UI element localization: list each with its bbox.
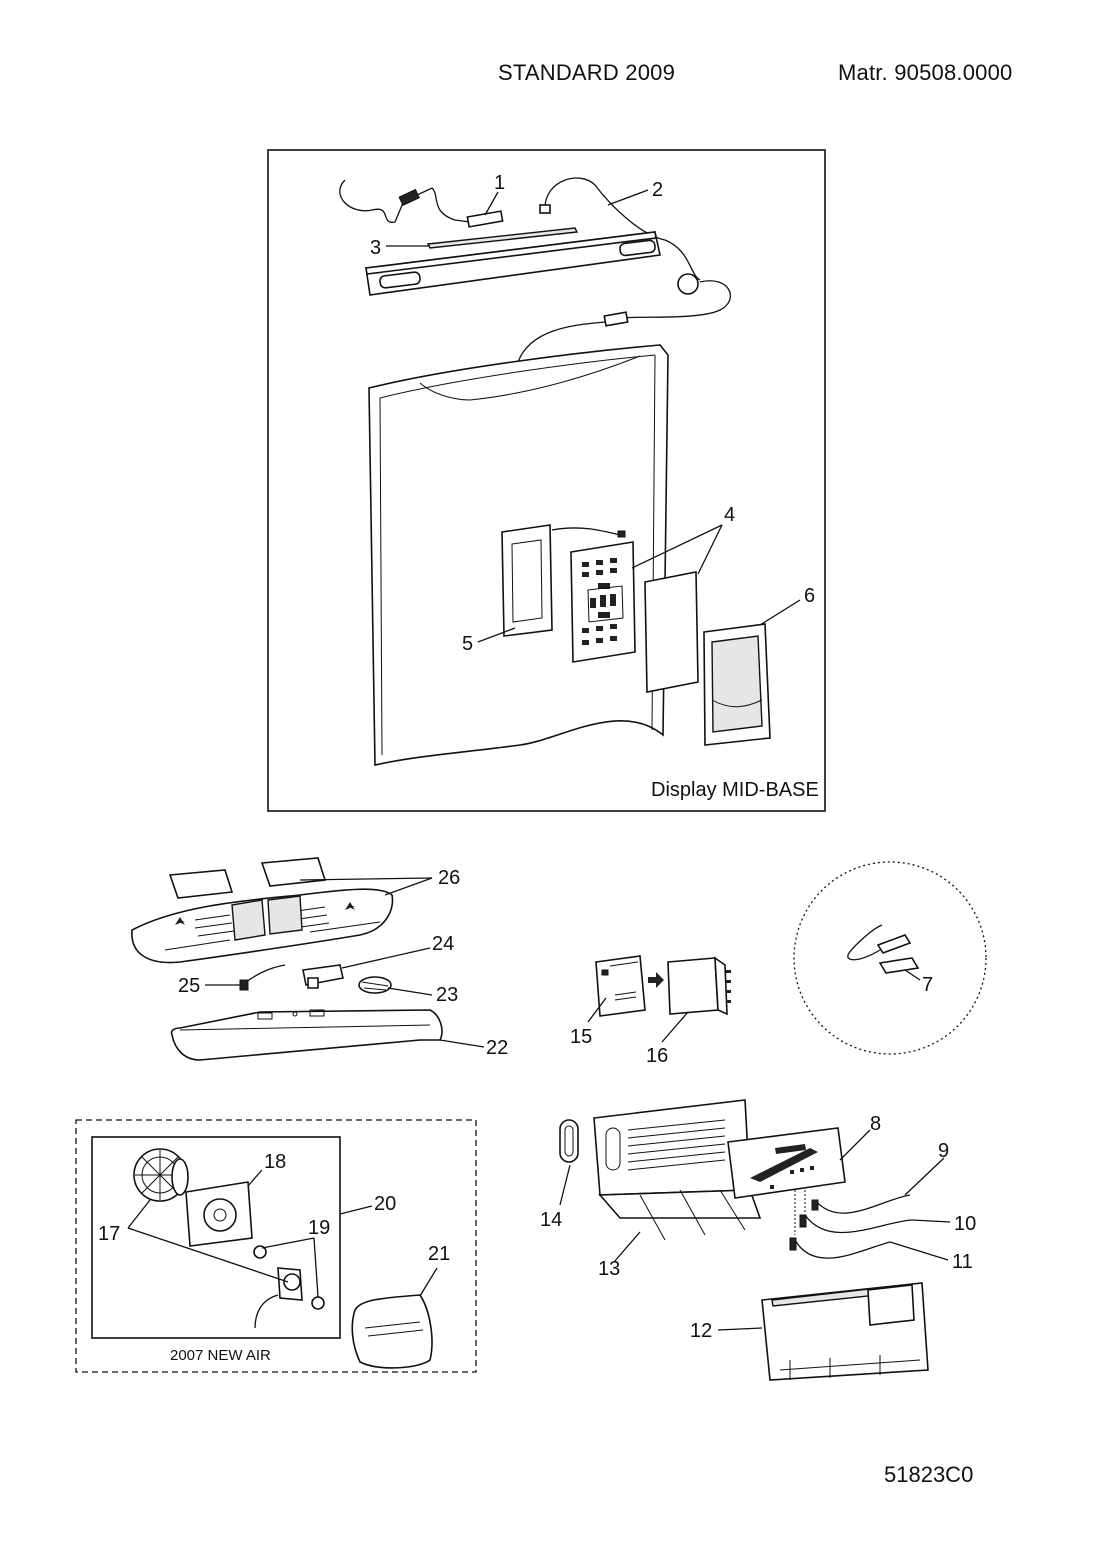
part-12-cover (761, 1282, 929, 1381)
display-panel-label: Display MID-BASE (651, 779, 819, 801)
part-17-fan-wheel (133, 1148, 189, 1202)
part-9-10-11-wiring (789, 1190, 913, 1259)
callout-26: 26 (438, 867, 460, 889)
callout-15: 15 (570, 1026, 592, 1048)
new-air-panel (91, 1136, 341, 1339)
part-16-module (667, 956, 731, 1016)
callout-12: 12 (690, 1320, 712, 1342)
part-13-board-housing (593, 1099, 762, 1241)
part-6-bezel (703, 623, 771, 746)
callout-4: 4 (724, 504, 735, 526)
callout-3: 3 (370, 237, 381, 259)
part-1-cable (339, 179, 504, 228)
material-number: Matr. 90508.0000 (838, 60, 1013, 85)
door-handle (365, 231, 732, 363)
part-18-fan-bracket (185, 1181, 253, 1247)
callout-22: 22 (486, 1037, 508, 1059)
callout-25: 25 (178, 975, 200, 997)
callout-10: 10 (954, 1213, 976, 1235)
callout-11: 11 (952, 1251, 973, 1273)
callout-5: 5 (462, 633, 473, 655)
part-7-sensor (847, 924, 920, 974)
callout-24: 24 (432, 933, 454, 955)
part-2-wire (539, 177, 701, 281)
callout-6: 6 (804, 585, 815, 607)
callout-20: 20 (374, 1193, 396, 1215)
callout-16: 16 (646, 1045, 668, 1067)
model-title: STANDARD 2009 (498, 60, 676, 85)
arrow-icon (648, 972, 664, 988)
part-21-fan-cover (351, 1294, 433, 1369)
callout-17: 17 (98, 1223, 120, 1245)
callout-8: 8 (870, 1113, 881, 1135)
drawing-code: 51823C0 (884, 1462, 974, 1487)
callout-21: 21 (428, 1243, 450, 1265)
part-15-card (595, 955, 646, 1017)
part-24-lamp-socket (302, 964, 344, 989)
callout-9: 9 (938, 1140, 949, 1162)
part-4-display-sheet (644, 571, 699, 693)
detail-circle (793, 861, 987, 1055)
part-22-lamp-cover (170, 1009, 443, 1061)
part-25-wire (239, 964, 286, 991)
callout-23: 23 (436, 984, 458, 1006)
new-air-dashed-frame (75, 1119, 477, 1373)
callout-1: 1 (494, 172, 505, 194)
callout-13: 13 (598, 1258, 620, 1280)
part-14-clip (559, 1119, 579, 1163)
part-26-labels (168, 857, 327, 899)
part-5-gasket (501, 524, 626, 637)
callout-19: 19 (308, 1217, 330, 1239)
part-23-bulb (358, 976, 392, 994)
display-panel-frame (267, 149, 826, 812)
part-26-lamp-housing (131, 888, 394, 964)
new-air-label: 2007 NEW AIR (170, 1347, 271, 1364)
callout-18: 18 (264, 1151, 286, 1173)
callout-14: 14 (540, 1209, 562, 1231)
part-4-display-board (570, 541, 636, 663)
part-8-control-board (727, 1127, 846, 1199)
callout-2: 2 (652, 179, 663, 201)
part-19-motor (253, 1245, 325, 1329)
part-3-strip (426, 227, 579, 249)
callout-7: 7 (922, 974, 933, 996)
